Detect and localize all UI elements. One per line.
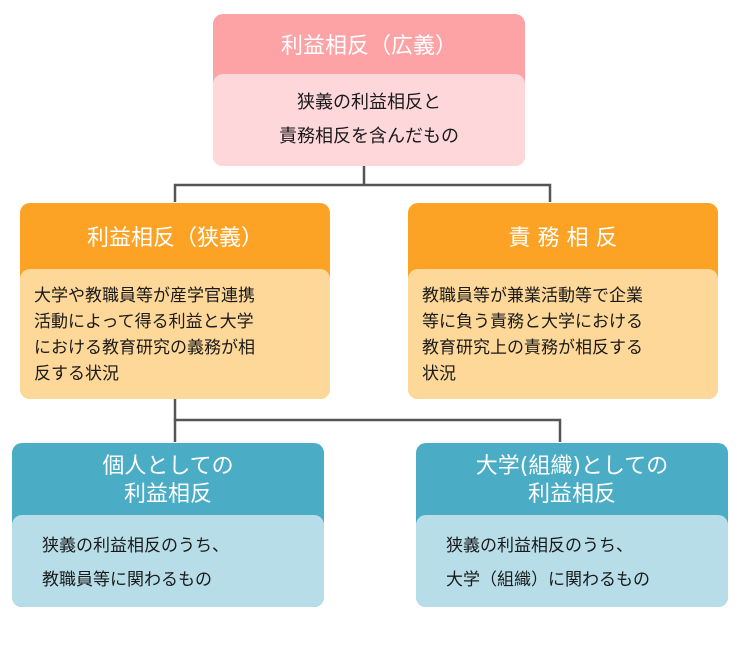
box-broad-conflict-title: 利益相反（広義）	[280, 34, 457, 59]
box-duty-conflict-desc: 教職員等が兼業活動等で企業 等に負う責務と大学における 教育研究上の責務が相反す…	[408, 269, 718, 399]
desc-line: 教育研究上の責務が相反する	[422, 338, 643, 358]
desc-line: 状況	[422, 364, 456, 384]
box-organization-conflict-title: 大学(組織)としての 利益相反	[416, 443, 728, 515]
desc-line: 教職員等に関わるもの	[42, 570, 212, 590]
box-broad-conflict: 利益相反（広義） 狭義の利益相反と 責務相反を含んだもの	[213, 14, 525, 166]
desc-line: 責務相反を含んだもの	[279, 126, 459, 147]
desc-line: 狭義の利益相反と	[297, 92, 441, 113]
desc-line: 等に負う責務と大学における	[422, 312, 643, 332]
title-line: 個人としての	[102, 454, 234, 479]
box-broad-conflict-desc: 狭義の利益相反と 責務相反を含んだもの	[213, 74, 525, 166]
box-organization-conflict: 大学(組織)としての 利益相反 狭義の利益相反のうち、 大学（組織）に関わるもの	[416, 443, 728, 607]
title-line: 利益相反	[527, 482, 616, 507]
box-duty-conflict-title: 責 務 相 反	[508, 226, 618, 251]
desc-line: 活動によって得る利益と大学	[34, 312, 254, 332]
desc-line: 教職員等が兼業活動等で企業	[422, 286, 643, 306]
title-line: 利益相反	[123, 482, 212, 507]
title-line: 大学(組織)としての	[475, 454, 669, 479]
box-individual-conflict-title: 個人としての 利益相反	[12, 443, 324, 515]
box-narrow-conflict: 利益相反（狭義） 大学や教職員等が産学官連携 活動によって得る利益と大学 におけ…	[20, 203, 330, 399]
box-organization-conflict-desc: 狭義の利益相反のうち、 大学（組織）に関わるもの	[416, 515, 728, 607]
connector-top-to-middle	[173, 183, 552, 202]
connector-narrow-to-bottom	[173, 418, 562, 442]
box-individual-conflict: 個人としての 利益相反 狭義の利益相反のうち、 教職員等に関わるもの	[12, 443, 324, 607]
box-narrow-conflict-desc: 大学や教職員等が産学官連携 活動によって得る利益と大学 における教育研究の義務が…	[20, 269, 330, 399]
box-duty-conflict: 責 務 相 反 教職員等が兼業活動等で企業 等に負う責務と大学における 教育研究…	[408, 203, 718, 399]
desc-line: 狭義の利益相反のうち、	[446, 536, 633, 556]
desc-line: における教育研究の義務が相	[34, 338, 255, 358]
desc-line: 狭義の利益相反のうち、	[42, 536, 229, 556]
desc-line: 反する状況	[34, 364, 119, 384]
box-narrow-conflict-title: 利益相反（狭義）	[86, 226, 263, 251]
desc-line: 大学や教職員等が産学官連携	[34, 286, 255, 306]
desc-line: 大学（組織）に関わるもの	[446, 570, 650, 590]
box-individual-conflict-desc: 狭義の利益相反のうち、 教職員等に関わるもの	[12, 515, 324, 607]
